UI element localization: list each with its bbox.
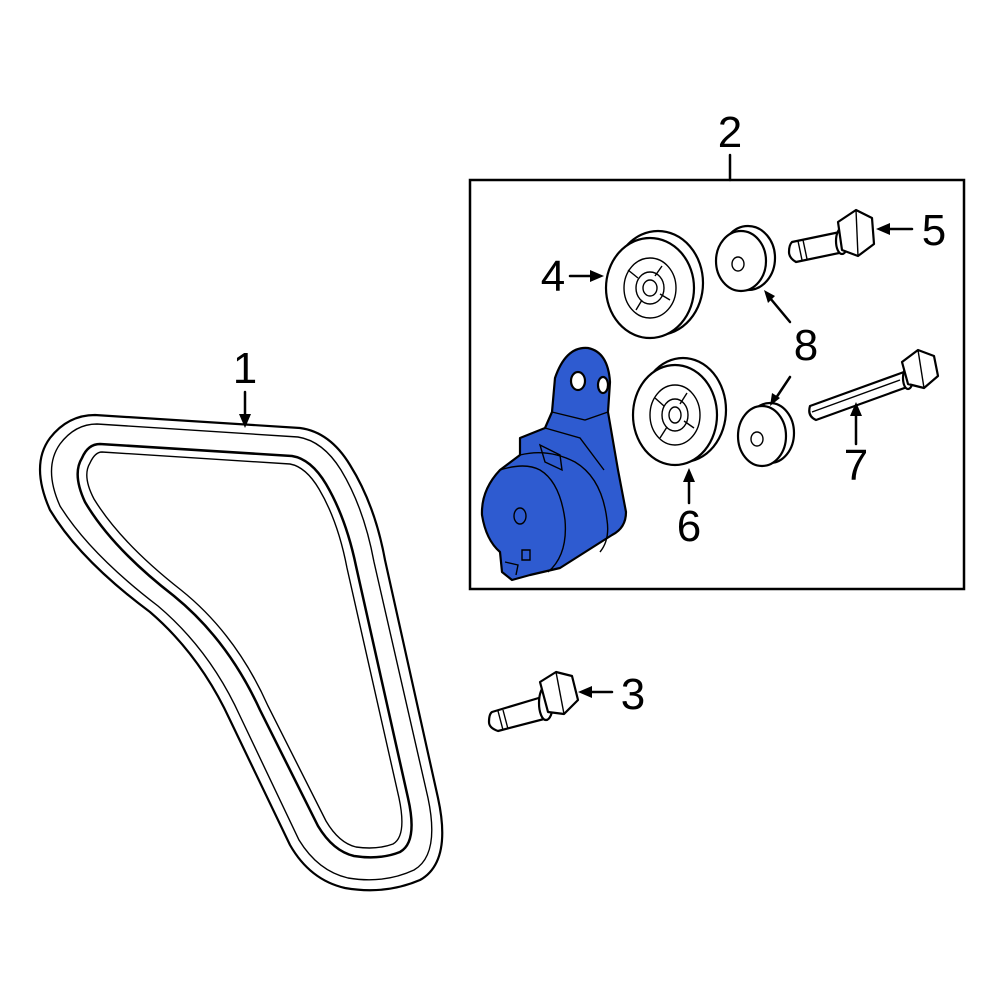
lower-idler-pulley[interactable]	[631, 356, 728, 467]
callout-3-arrow	[578, 686, 614, 698]
callout-4-arrow	[568, 270, 604, 282]
callout-2-label: 2	[718, 108, 742, 157]
belt-tensioner-assembly[interactable]	[480, 346, 628, 582]
callout-6-arrow	[683, 468, 695, 505]
callout-3-label: 3	[621, 670, 645, 719]
callout-1-arrow	[239, 390, 251, 428]
upper-bolt[interactable]	[787, 208, 876, 264]
callout-5-label: 5	[922, 206, 946, 255]
lower-bolt[interactable]	[487, 670, 580, 733]
serpentine-belt[interactable]	[39, 413, 444, 892]
callout-1-label: 1	[233, 344, 257, 393]
spacer-lower[interactable]	[736, 401, 796, 468]
callout-7-label: 7	[844, 441, 868, 490]
callout-6-label: 6	[677, 502, 701, 551]
callout-7-arrow	[850, 402, 862, 446]
spacer-upper[interactable]	[714, 224, 777, 293]
callout-5-arrow	[876, 223, 914, 235]
tensioner-kit-box	[468, 178, 966, 591]
upper-idler-pulley[interactable]	[604, 229, 705, 340]
long-bolt[interactable]	[808, 348, 940, 422]
callout-4-label: 4	[541, 252, 565, 301]
callout-8-arrows	[764, 290, 792, 406]
callout-8-label: 8	[794, 321, 818, 370]
